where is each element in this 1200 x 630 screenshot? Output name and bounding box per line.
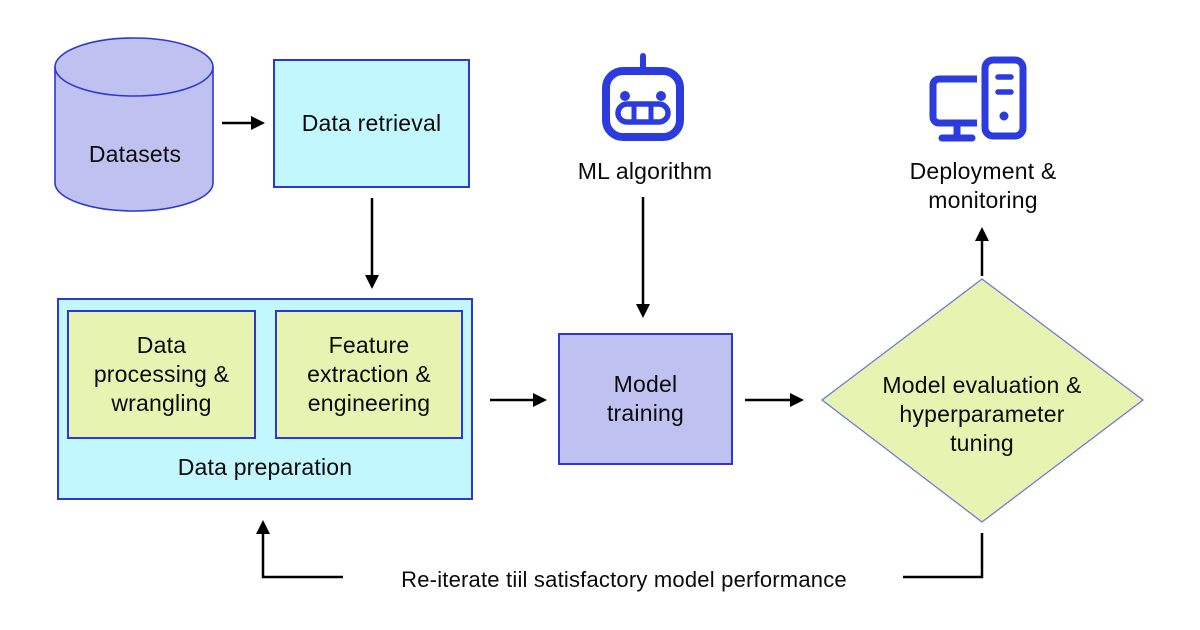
database-cylinder-icon xyxy=(54,37,214,212)
node-data-retrieval: Data retrieval xyxy=(273,59,470,188)
node-datasets-label: Datasets xyxy=(88,141,182,167)
node-feature-extraction: Feature extraction & engineering xyxy=(275,310,463,439)
node-model-training-label: Model training xyxy=(606,371,685,426)
node-feature-extraction-label: Feature extraction & engineering xyxy=(307,332,431,416)
computer-icon xyxy=(929,53,1031,143)
feedback-label: Re-iterate tiil satisfactory model perfo… xyxy=(401,567,847,592)
arrow-feedback-to-preparation xyxy=(256,520,343,579)
node-data-retrieval-label: Data retrieval xyxy=(301,110,442,136)
node-model-training: Model training xyxy=(558,333,733,465)
node-deployment-label: Deployment & monitoring xyxy=(909,158,1057,213)
feedback-line-right xyxy=(903,533,984,579)
node-data-processing-label: Data processing & wrangling xyxy=(93,332,230,416)
data-preparation-label: Data preparation xyxy=(177,454,353,480)
node-data-processing: Data processing & wrangling xyxy=(67,310,256,439)
node-ml-algorithm-label: ML algorithm xyxy=(577,158,713,184)
robot-icon xyxy=(602,53,684,141)
node-model-evaluation-label: Model evaluation & hyperparameter tuning xyxy=(882,372,1082,456)
